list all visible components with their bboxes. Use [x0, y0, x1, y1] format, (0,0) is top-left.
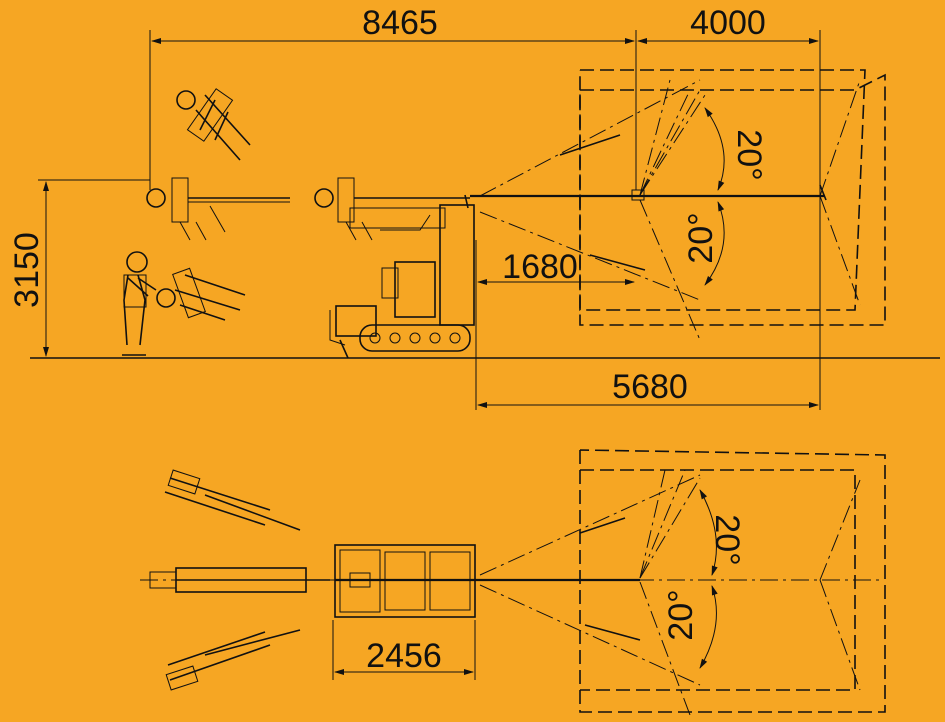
dim-carrier-width-label: 2456: [366, 637, 442, 675]
angle-top-lower: 20°: [662, 589, 700, 640]
dim-carrier-width: 2456: [332, 620, 476, 680]
angle-top-upper: 20°: [708, 514, 746, 565]
angle-side-upper: 20°: [730, 129, 768, 180]
drill-head-middle: [146, 177, 290, 241]
dim-head-range: 4000: [637, 4, 821, 410]
dim-height-label: 3150: [8, 232, 46, 308]
dim-carrier-total-label: 5680: [612, 368, 688, 406]
dim-height: 3150: [8, 179, 150, 357]
angle-side-lower: 20°: [682, 212, 720, 263]
tunnel-profile-top: [579, 449, 886, 713]
angle-arcs-side: 20° 20°: [682, 107, 768, 286]
boom-swing-lines: [470, 79, 861, 341]
crawler-track: [359, 324, 471, 352]
dim-head-range-label: 4000: [690, 4, 766, 42]
drill-head-lower: [156, 267, 246, 321]
tunnel-profile-side: [579, 69, 886, 326]
drill-boom-top-upper: [164, 469, 301, 531]
side-view: 8465 4000 3150 1680 5680: [8, 4, 940, 410]
carrier-machine-side: [329, 194, 475, 359]
operator-figure: [122, 251, 157, 356]
dim-boom-reach: 8465: [149, 4, 637, 190]
drill-boom-top-lower: [165, 629, 301, 691]
drill-head-carrier: [314, 177, 470, 241]
drill-head-upper: [176, 88, 251, 161]
angle-arcs-top: 20° 20°: [662, 489, 746, 669]
top-view: 20° 20° 2456: [140, 449, 886, 716]
dim-carrier-total: 5680: [477, 368, 819, 408]
dim-carrier-front: 1680: [475, 240, 635, 410]
top-swing-lines: [479, 469, 861, 716]
drill-boom-top-middle: [149, 567, 330, 593]
carrier-machine-top: [334, 544, 640, 618]
dim-boom-reach-label: 8465: [362, 4, 438, 42]
dim-carrier-front-label: 1680: [502, 248, 578, 286]
